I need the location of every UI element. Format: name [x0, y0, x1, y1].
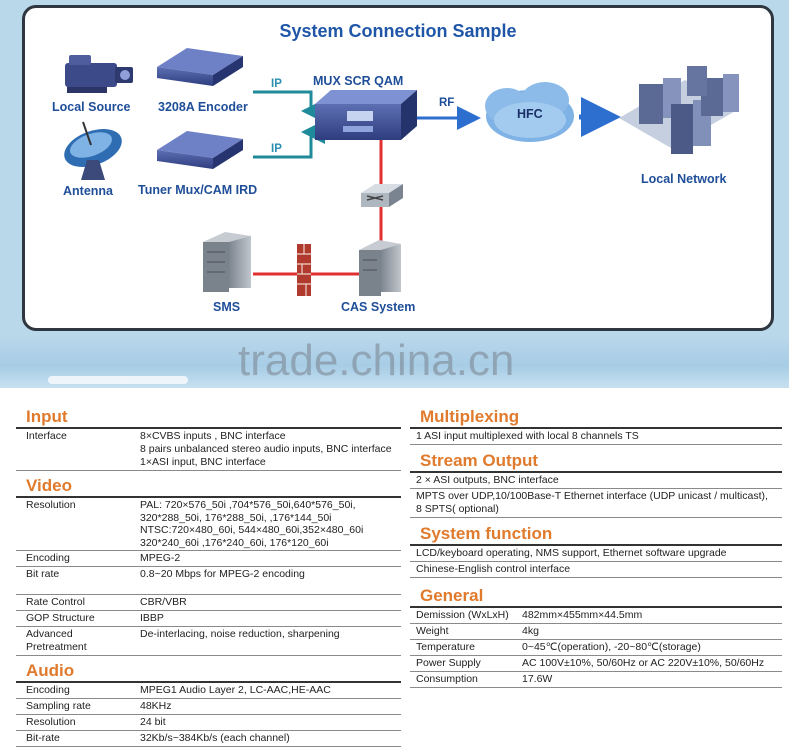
- connection-diagram: [55, 48, 739, 296]
- switch-icon: [361, 184, 403, 207]
- spec-value: De-interlacing, noise reduction, sharpen…: [140, 628, 340, 640]
- spec-row: Encoding MPEG1 Audio Layer 2, LC-AAC,HE-…: [16, 683, 401, 699]
- label-ip-top: IP: [271, 78, 282, 90]
- mux-device-icon: [315, 90, 417, 140]
- camera-icon: [57, 49, 133, 97]
- spec-value: 32Kb/s~384Kb/s (each channel): [140, 732, 290, 744]
- spec-value: AC 100V±10%, 50/60Hz or AC 220V±10%, 50/…: [522, 657, 765, 669]
- spec-row: Temperature 0~45℃(operation), -20~80℃(st…: [410, 640, 782, 656]
- cas-server-icon: [359, 240, 401, 296]
- spec-key: Encoding: [26, 684, 70, 696]
- hfc-cloud-icon: [485, 82, 574, 142]
- watermark: trade.china.cn: [238, 336, 515, 385]
- spec-key: Temperature: [416, 641, 475, 653]
- spec-value: 482mm×455mm×44.5mm: [522, 609, 643, 621]
- spec-value: 48KHz: [140, 700, 172, 712]
- encoder-device-icon: [157, 48, 243, 86]
- spec-key: Weight: [416, 625, 449, 637]
- spec-row: Power Supply AC 100V±10%, 50/60Hz or AC …: [410, 656, 782, 672]
- firewall-icon: [297, 244, 311, 296]
- spec-row: LCD/keyboard operating, NMS support, Eth…: [410, 546, 782, 562]
- label-ip-bottom: IP: [271, 143, 282, 155]
- spec-row: Resolution PAL: 720×576_50i ,704*576_50i…: [16, 498, 401, 551]
- label-tuner: Tuner Mux/CAM IRD: [138, 183, 258, 197]
- spec-row: GOP Structure IBBP: [16, 611, 401, 627]
- spec-key: Bit-rate: [26, 732, 60, 744]
- sms-server-icon: [203, 232, 251, 292]
- section-title-input: Input: [16, 405, 401, 429]
- spec-row: Bit rate 0.8~20 Mbps for MPEG-2 encoding: [16, 567, 401, 595]
- spec-key: Interface: [26, 430, 67, 442]
- spec-key: Consumption: [416, 673, 478, 685]
- label-rf: RF: [439, 97, 455, 109]
- banner-blurred-text: [48, 376, 188, 384]
- spec-value: 17.6W: [522, 673, 553, 685]
- spec-value: IBBP: [140, 612, 164, 624]
- spec-key: Rate Control: [26, 596, 85, 608]
- spec-key: Advanced Pretreatment: [26, 628, 87, 653]
- building-network-icon: [619, 66, 739, 154]
- section-title-audio: Audio: [16, 659, 401, 683]
- label-local-source: Local Source: [52, 100, 131, 114]
- spec-column-left: Input Interface 8×CVBS inputs , BNC inte…: [16, 405, 401, 747]
- section-title-general: General: [410, 584, 782, 608]
- spec-row: 1 ASI input multiplexed with local 8 cha…: [410, 429, 782, 445]
- section-title-stream-output: Stream Output: [410, 449, 782, 473]
- spec-key: Demission (WxLxH): [416, 609, 509, 621]
- label-cas: CAS System: [341, 300, 416, 314]
- label-hfc: HFC: [517, 107, 543, 121]
- label-mux: MUX SCR QAM: [313, 74, 404, 88]
- section-title-video: Video: [16, 474, 401, 498]
- diagram-frame: System Connection Sample: [22, 5, 774, 331]
- spec-value: 24 bit: [140, 716, 166, 728]
- spec-key: Bit rate: [26, 568, 60, 580]
- spec-key: Resolution: [26, 716, 76, 728]
- spec-value: 4kg: [522, 625, 539, 637]
- banner-divider: [0, 388, 789, 408]
- spec-value: 0.8~20 Mbps for MPEG-2 encoding: [140, 568, 305, 580]
- spec-row: Advanced Pretreatment De-interlacing, no…: [16, 627, 401, 656]
- spec-row: Bit-rate 32Kb/s~384Kb/s (each channel): [16, 731, 401, 747]
- label-sms: SMS: [213, 300, 241, 314]
- spec-row: Sampling rate 48KHz: [16, 699, 401, 715]
- diagram-title: System Connection Sample: [279, 21, 517, 41]
- spec-column-right: Multiplexing 1 ASI input multiplexed wit…: [410, 405, 782, 688]
- spec-value: 0~45℃(operation), -20~80℃(storage): [522, 641, 701, 653]
- spec-row: Consumption 17.6W: [410, 672, 782, 688]
- spec-value: MPEG1 Audio Layer 2, LC-AAC,HE-AAC: [140, 684, 331, 696]
- spec-key: Encoding: [26, 552, 70, 564]
- spec-row: Rate Control CBR/VBR: [16, 595, 401, 611]
- spec-value: PAL: 720×576_50i ,704*576_50i,640*576_50…: [140, 499, 364, 549]
- spec-value: CBR/VBR: [140, 596, 187, 608]
- spec-key: Resolution: [26, 499, 76, 511]
- label-encoder: 3208A Encoder: [158, 100, 248, 114]
- label-antenna: Antenna: [63, 184, 113, 198]
- section-title-multiplexing: Multiplexing: [410, 405, 782, 429]
- spec-row: Chinese-English control interface: [410, 562, 782, 578]
- label-local-network: Local Network: [641, 172, 727, 186]
- spec-row: Encoding MPEG-2: [16, 551, 401, 567]
- spec-row: Weight 4kg: [410, 624, 782, 640]
- spec-row: 2 × ASI outputs, BNC interface: [410, 473, 782, 489]
- spec-row: Resolution 24 bit: [16, 715, 401, 731]
- spec-row: Interface 8×CVBS inputs , BNC interface …: [16, 429, 401, 471]
- spec-value: 8×CVBS inputs , BNC interface 8 pairs un…: [140, 430, 392, 468]
- section-title-system-function: System function: [410, 522, 782, 546]
- satellite-dish-icon: [55, 116, 131, 188]
- spec-row: MPTS over UDP,10/100Base-T Ethernet inte…: [410, 489, 782, 518]
- spec-value: MPEG-2: [140, 552, 181, 564]
- tuner-device-icon: [157, 131, 243, 169]
- spec-row: Demission (WxLxH) 482mm×455mm×44.5mm: [410, 608, 782, 624]
- spec-key: GOP Structure: [26, 612, 95, 624]
- spec-key: Sampling rate: [26, 700, 91, 712]
- spec-key: Power Supply: [416, 657, 481, 669]
